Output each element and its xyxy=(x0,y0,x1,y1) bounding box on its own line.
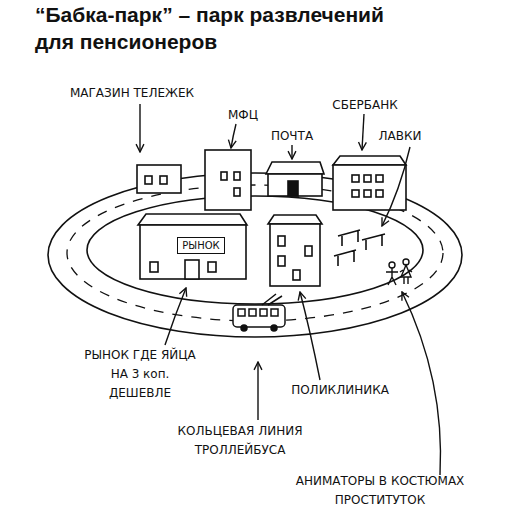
market-building-part xyxy=(138,214,247,225)
sberbank-building-part xyxy=(333,165,406,210)
mfc-building-part xyxy=(234,172,240,180)
animator-figures xyxy=(386,259,412,285)
leader-arrows-part xyxy=(231,124,236,148)
market-building-part xyxy=(208,262,216,272)
callout-label: МАГАЗИН ТЕЛЕЖЕК xyxy=(70,84,194,103)
callout-label: РЫНОК ГДЕ ЯЙЦА НА 3 коп. ДЕШЕВЛЕ xyxy=(79,346,201,403)
cart-shop-building xyxy=(137,165,181,193)
mfc-building-part xyxy=(234,188,240,196)
cart-shop-building-part xyxy=(137,165,181,193)
trolleybus-part xyxy=(260,309,267,316)
market-building xyxy=(138,214,247,279)
leader-arrows-part xyxy=(402,292,441,475)
trolleybus-part xyxy=(271,325,277,331)
market-building-part xyxy=(140,225,246,279)
leader-arrows-part xyxy=(291,145,292,159)
callout-label: ПОЛИКЛИНИКА xyxy=(291,381,389,400)
polyclinic-building-part xyxy=(270,224,320,286)
animator-figures-part xyxy=(386,268,398,285)
sberbank-building-part xyxy=(376,175,383,182)
leader-arrows-part xyxy=(139,104,140,152)
polyclinic-building-part xyxy=(293,270,300,280)
animator-figures-part xyxy=(400,265,412,284)
sberbank-building-part xyxy=(364,190,371,197)
callout-label: ПОЧТА xyxy=(271,127,313,146)
benches xyxy=(334,230,385,266)
market-building-part xyxy=(150,262,158,272)
polyclinic-building xyxy=(268,215,322,286)
leader-arrows xyxy=(140,104,441,475)
callout-label: АНИМАТОРЫ В КОСТЮМАХ ПРОСТИТУТОК xyxy=(288,472,473,510)
trolleybus-part xyxy=(249,309,256,316)
mfc-building-part xyxy=(221,172,227,180)
title: “Бабка-парк” – парк развлечений для пенс… xyxy=(35,1,420,55)
road-part xyxy=(87,196,423,304)
mfc-building xyxy=(205,150,251,210)
leader-arrows-part xyxy=(362,114,364,150)
post-building-part xyxy=(266,162,324,174)
sberbank-building-part xyxy=(352,175,359,182)
trolleybus-part xyxy=(238,309,245,316)
callout-label: МФЦ xyxy=(228,106,258,125)
leader-arrows-part xyxy=(165,288,186,345)
post-building xyxy=(266,162,324,196)
market-building-part xyxy=(185,260,199,279)
benches-part xyxy=(362,234,385,250)
sberbank-building-part xyxy=(376,190,383,197)
trolleybus-part xyxy=(233,305,285,327)
animator-figures-part xyxy=(389,262,395,268)
callout-label: ЛАВКИ xyxy=(379,127,422,146)
trolleybus-part xyxy=(262,294,282,305)
post-building-part xyxy=(288,181,298,196)
benches-part xyxy=(334,250,356,266)
cart-shop-building-part xyxy=(160,176,167,184)
polyclinic-building-part xyxy=(268,215,322,224)
sberbank-building-part xyxy=(352,190,359,197)
sign-text: РЫНОК xyxy=(182,239,219,252)
post-building-part xyxy=(268,174,322,196)
polyclinic-building-part xyxy=(278,256,285,266)
leader-arrows-part xyxy=(300,292,320,380)
benches-part xyxy=(338,230,360,246)
polyclinic-building-part xyxy=(305,246,312,256)
sberbank-building-part xyxy=(333,156,406,165)
polyclinic-building-part xyxy=(278,236,285,246)
trolleybus-part xyxy=(241,325,247,331)
callout-label: СБЕРБАНК xyxy=(332,96,397,115)
leader-arrows-part xyxy=(382,147,410,226)
sberbank-building xyxy=(333,156,406,210)
trolleybus xyxy=(233,294,285,331)
trolleybus-part xyxy=(271,309,278,316)
callout-label: КОЛЬЦЕВАЯ ЛИНИЯ ТРОЛЛЕЙБУСА xyxy=(165,422,315,460)
cart-shop-building-part xyxy=(145,176,152,184)
leader-arrows-part xyxy=(257,362,258,420)
market-sign: РЫНОК xyxy=(177,237,224,254)
mfc-building-part xyxy=(205,150,251,210)
sberbank-building-part xyxy=(364,175,371,182)
